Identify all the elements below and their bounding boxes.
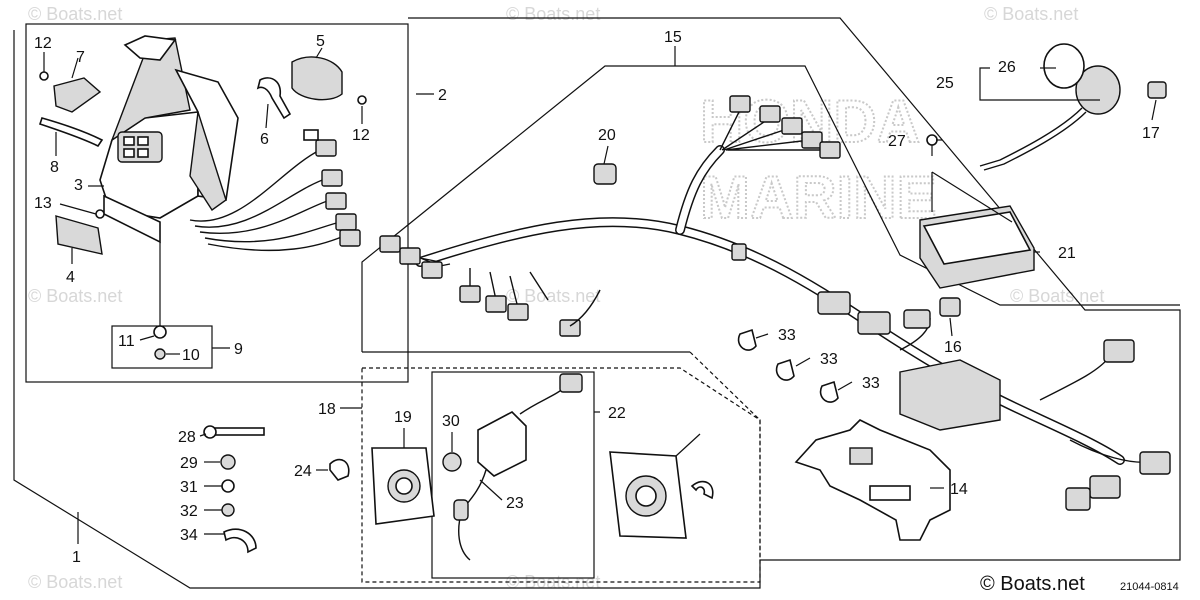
- part-clip-6: [256, 77, 292, 120]
- callout-3: 3: [74, 177, 83, 194]
- watermark-top-right: © Boats.net: [984, 4, 1078, 24]
- callout-11: 11: [118, 333, 135, 350]
- callout-12-left: 12: [34, 35, 52, 52]
- part-band-33-a: [737, 328, 757, 351]
- part-washer-32: [221, 503, 235, 517]
- part-clip-34: [223, 528, 257, 554]
- callout-layer: 12 7 8 3 13 4 5 6 12 2 11 10 9 1 15 20 2…: [34, 29, 1160, 566]
- watermark-top-center: © Boats.net: [506, 4, 600, 24]
- frame-assembly-1: [13, 17, 1181, 589]
- frame-harness-15: [361, 65, 1180, 352]
- part-grommet-20: [593, 163, 617, 185]
- part-cover-4: [55, 215, 103, 255]
- group-frames: [13, 17, 1181, 589]
- callout-21: 21: [1058, 245, 1076, 262]
- part-screw-12-right: [357, 95, 367, 105]
- callout-24: 24: [294, 463, 312, 480]
- watermark-mid-center: © Boats.net: [506, 286, 600, 306]
- callout-33-b: 33: [820, 351, 838, 368]
- part-band-33-b: [775, 358, 795, 381]
- diagram-code: 21044-0814: [1120, 581, 1179, 593]
- callout-18: 18: [318, 401, 336, 418]
- callout-2: 2: [438, 87, 447, 104]
- callout-29: 29: [180, 455, 198, 472]
- part-bolt-27: [926, 134, 938, 146]
- part-cap-17: [1147, 81, 1167, 99]
- callout-12-right: 12: [352, 127, 370, 144]
- callout-13: 13: [34, 195, 52, 212]
- callout-32: 32: [180, 503, 198, 520]
- part-screw-12-left: [39, 71, 49, 81]
- callout-23: 23: [506, 495, 524, 512]
- callout-20: 20: [598, 127, 616, 144]
- callout-34: 34: [180, 527, 198, 544]
- part-band-33-c: [819, 380, 839, 403]
- callout-8: 8: [50, 159, 59, 176]
- callout-6: 6: [260, 131, 269, 148]
- watermark-bottom-center: © Boats.net: [506, 572, 600, 592]
- callout-14: 14: [950, 481, 968, 498]
- part-washer-11: [153, 325, 167, 339]
- callout-4: 4: [66, 269, 75, 286]
- callout-17: 17: [1142, 125, 1160, 142]
- callout-31: 31: [180, 479, 198, 496]
- callout-30: 30: [442, 413, 460, 430]
- watermark-bottom-left: © Boats.net: [28, 572, 122, 592]
- main-harness-15: [379, 95, 1171, 511]
- callout-15: 15: [664, 29, 682, 46]
- frame-bracket-14: [689, 351, 761, 560]
- callout-19: 19: [394, 409, 412, 426]
- leader-lines: [43, 46, 1157, 544]
- part-grip-5: [291, 56, 343, 101]
- part-trim-8: [38, 117, 104, 148]
- remote-control-body: [99, 35, 239, 244]
- watermark-mid-right: © Boats.net: [1010, 286, 1104, 306]
- brand-watermark-line2: MARINE: [700, 164, 937, 231]
- part-buzzer-26: [1075, 65, 1121, 115]
- part-nut-29: [220, 454, 236, 470]
- callout-9: 9: [234, 341, 243, 358]
- callout-27: 27: [888, 133, 906, 150]
- part-clamp-24: [329, 458, 350, 481]
- watermark-top-left: © Boats.net: [28, 4, 122, 24]
- callout-25: 25: [936, 75, 954, 92]
- frame-switch-22: [431, 371, 595, 579]
- part-washer-31: [221, 479, 235, 493]
- callout-33-c: 33: [862, 375, 880, 392]
- callout-26: 26: [998, 59, 1016, 76]
- callout-10: 10: [182, 347, 200, 364]
- callout-1: 1: [72, 549, 81, 566]
- copyright-label: © Boats.net: [980, 573, 1085, 595]
- part-bracket-14: [794, 419, 951, 541]
- part-oring-30: [442, 452, 462, 472]
- callout-5: 5: [316, 33, 325, 50]
- callout-22: 22: [608, 405, 626, 422]
- part-connector-16: [939, 297, 961, 317]
- fastener-column: [203, 425, 350, 554]
- callout-28: 28: [178, 429, 196, 446]
- part-screw-13: [95, 209, 105, 219]
- part-cover-7: [53, 77, 102, 113]
- frame-remote-control-2: [25, 23, 409, 383]
- frame-switch-panel-18: [361, 367, 761, 583]
- callout-7: 7: [76, 49, 85, 66]
- part-nut-10: [154, 348, 166, 360]
- part-bolt-28: [211, 427, 265, 436]
- callout-16: 16: [944, 339, 962, 356]
- part-clip-right: [690, 480, 714, 500]
- callout-33-a: 33: [778, 327, 796, 344]
- remote-wiring: [189, 129, 361, 252]
- part-switch-22: [477, 411, 527, 477]
- watermark-mid-left: © Boats.net: [28, 286, 122, 306]
